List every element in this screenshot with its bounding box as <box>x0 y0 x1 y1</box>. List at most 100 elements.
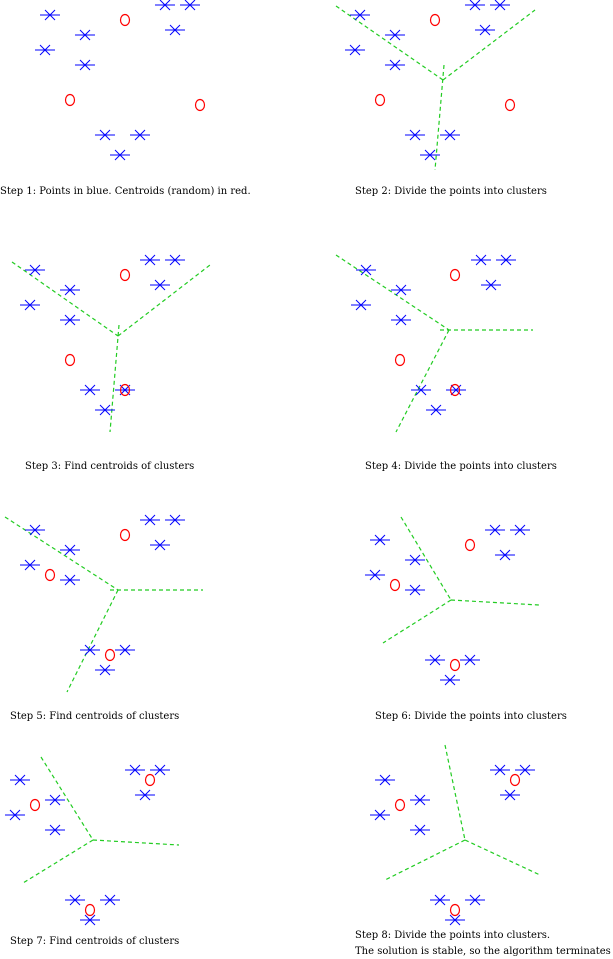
caption-step-4: Step 4: Divide the points into clusters <box>365 461 557 472</box>
data-point-marker <box>420 149 440 161</box>
data-point-marker <box>35 44 55 56</box>
data-point-marker <box>446 384 466 396</box>
caption-step-1: Step 1: Points in blue. Centroids (rando… <box>0 186 251 197</box>
caption-step-5: Step 5: Find centroids of clusters <box>10 711 179 722</box>
panel-step-8: Step 8: Divide the points into clusters.… <box>355 744 611 957</box>
data-point-marker <box>515 764 535 776</box>
data-point-marker <box>460 654 480 666</box>
data-point-marker <box>411 384 431 396</box>
cluster-boundary-line <box>92 839 180 846</box>
centroid-marker <box>104 648 116 662</box>
centroid-marker <box>119 528 131 542</box>
data-point-marker <box>351 299 371 311</box>
data-point-marker <box>490 764 510 776</box>
data-point-marker <box>165 24 185 36</box>
cluster-boundary-line <box>434 64 445 171</box>
data-point-marker <box>125 764 145 776</box>
data-point-marker <box>430 894 450 906</box>
centroid-marker <box>119 268 131 282</box>
cluster-boundary-line <box>444 744 466 841</box>
data-point-marker <box>500 789 520 801</box>
centroid-marker <box>394 798 406 812</box>
panel-step-6: Step 6: Divide the points into clusters <box>365 516 567 722</box>
centroid-marker <box>64 93 76 107</box>
data-point-marker <box>465 0 485 11</box>
data-point-marker <box>95 404 115 416</box>
data-point-marker <box>391 284 411 296</box>
data-point-marker <box>440 129 460 141</box>
cluster-boundary-line <box>4 516 119 591</box>
panel-step-3: Step 3: Find centroids of clusters <box>11 254 211 472</box>
data-point-marker <box>80 384 100 396</box>
data-point-marker <box>405 129 425 141</box>
centroid-marker <box>64 353 76 367</box>
data-point-marker <box>350 9 370 21</box>
data-point-marker <box>75 29 95 41</box>
panel-step-4: Step 4: Divide the points into clusters <box>335 254 557 472</box>
data-point-marker <box>140 514 160 526</box>
cluster-boundary-line <box>384 839 466 881</box>
centroid-marker <box>194 98 206 112</box>
centroid-marker <box>509 773 521 787</box>
data-point-marker <box>471 254 491 266</box>
cluster-boundary-line <box>66 589 119 693</box>
data-point-marker <box>475 24 495 36</box>
caption-step-6: Step 6: Divide the points into clusters <box>375 711 567 722</box>
cluster-boundary-line <box>22 839 94 884</box>
centroid-marker <box>449 383 461 397</box>
centroid-marker <box>44 568 56 582</box>
data-point-marker <box>180 0 200 11</box>
centroid-marker <box>504 98 516 112</box>
caption-step-7: Step 7: Find centroids of clusters <box>10 936 179 947</box>
centroid-marker <box>374 93 386 107</box>
data-point-marker <box>25 264 45 276</box>
data-point-marker <box>45 794 65 806</box>
panel-step-7: Step 7: Find centroids of clusters <box>5 756 180 947</box>
centroid-marker <box>429 13 441 27</box>
data-point-marker <box>135 789 155 801</box>
data-point-marker <box>150 764 170 776</box>
data-point-marker <box>165 514 185 526</box>
data-point-marker <box>481 279 501 291</box>
data-point-marker <box>365 569 385 581</box>
cluster-boundary-line <box>450 599 540 606</box>
centroid-marker <box>449 268 461 282</box>
cluster-boundary-line <box>382 599 452 644</box>
cluster-boundary-line <box>464 839 541 876</box>
data-point-marker <box>385 29 405 41</box>
cluster-boundary-line <box>335 254 450 331</box>
caption-step-8-line-2: The solution is stable, so the algorithm… <box>355 946 611 957</box>
data-point-marker <box>426 404 446 416</box>
data-point-marker <box>95 664 115 676</box>
data-point-marker <box>80 644 100 656</box>
data-point-marker <box>20 299 40 311</box>
data-point-marker <box>25 524 45 536</box>
cluster-boundary-line <box>40 756 94 841</box>
cluster-boundary-line <box>335 5 444 81</box>
data-point-marker <box>465 894 485 906</box>
data-point-marker <box>370 534 390 546</box>
centroid-marker <box>394 353 406 367</box>
data-point-marker <box>425 654 445 666</box>
data-point-marker <box>60 574 80 586</box>
data-point-marker <box>356 264 376 276</box>
cluster-boundary-line <box>395 329 450 433</box>
data-point-marker <box>391 314 411 326</box>
centroid-marker <box>389 578 401 592</box>
data-point-marker <box>375 774 395 786</box>
data-point-marker <box>155 0 175 11</box>
data-point-marker <box>65 894 85 906</box>
data-point-marker <box>496 254 516 266</box>
centroid-marker <box>449 658 461 672</box>
data-point-marker <box>510 524 530 536</box>
data-point-marker <box>110 149 130 161</box>
centroid-marker <box>144 773 156 787</box>
panel-step-5: Step 5: Find centroids of clusters <box>4 514 203 722</box>
data-point-marker <box>485 524 505 536</box>
data-point-marker <box>60 314 80 326</box>
cluster-boundary-line <box>11 261 119 337</box>
data-point-marker <box>45 824 65 836</box>
data-point-marker <box>445 914 465 926</box>
data-point-marker <box>440 674 460 686</box>
